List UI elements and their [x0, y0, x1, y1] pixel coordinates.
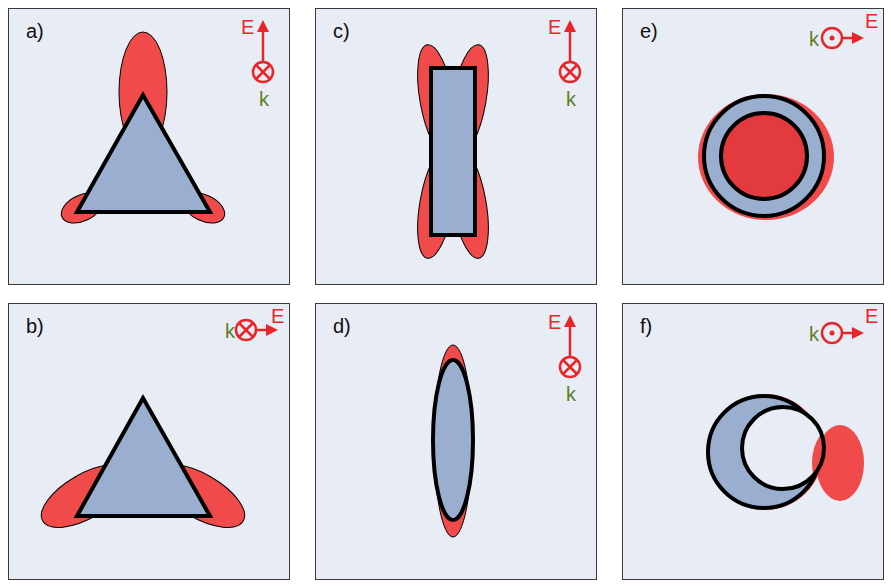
vector-label: k — [566, 88, 576, 110]
panel-label: a) — [26, 20, 44, 42]
figure-panel: d) Ek — [315, 303, 597, 580]
figure-panel: f) k E — [622, 303, 884, 580]
vector-label: E — [241, 16, 254, 38]
panel-label: b) — [26, 315, 44, 337]
vector-label: k — [259, 88, 269, 110]
vector-label: k — [809, 323, 819, 345]
figure-panel: b) k E — [8, 303, 290, 580]
panel-label: c) — [333, 20, 350, 42]
vector-label: k — [809, 28, 819, 50]
figure-panel: a) Ek — [8, 8, 290, 285]
panel-label: f) — [640, 315, 652, 337]
vector-label: k — [566, 383, 576, 405]
vector-label: E — [271, 305, 284, 327]
vector-label: E — [548, 16, 561, 38]
vector-label: k — [225, 320, 235, 342]
panel-label: e) — [640, 20, 658, 42]
figure-panel: e) k E — [622, 8, 884, 285]
vector-label: E — [548, 311, 561, 333]
vector-label: E — [865, 10, 878, 32]
vector-label: E — [865, 305, 878, 327]
figure-panel: c) Ek — [315, 8, 597, 285]
panel-label: d) — [333, 315, 351, 337]
